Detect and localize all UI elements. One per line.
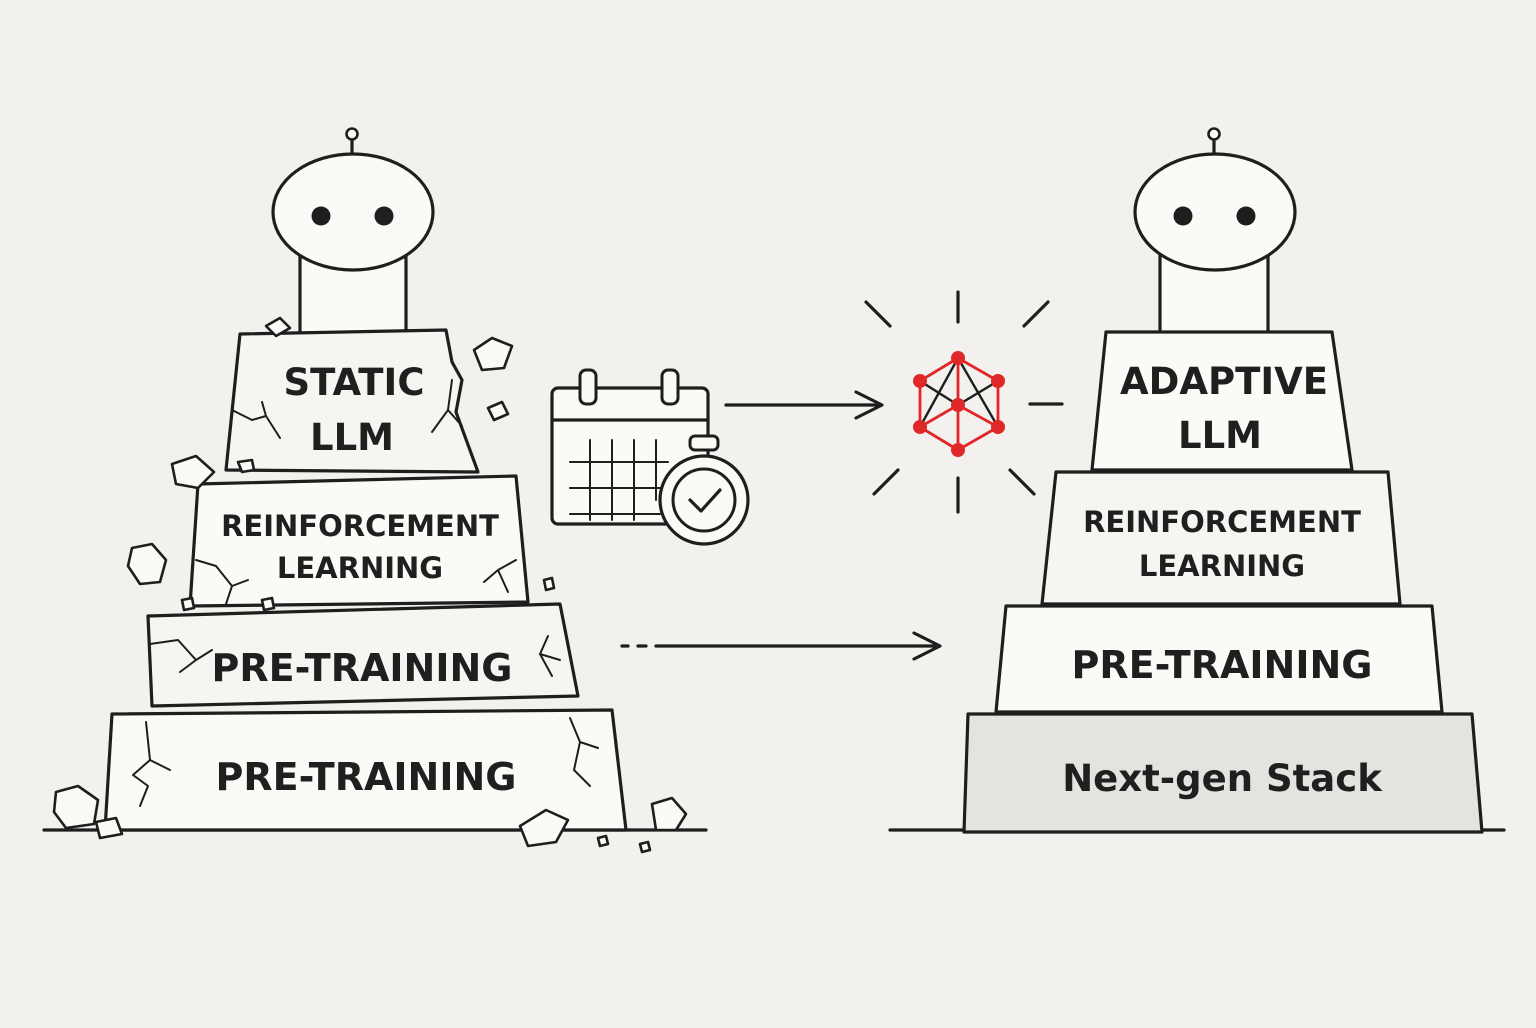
right-rl-block: REINFORCEMENT LEARNING bbox=[1040, 470, 1402, 606]
left-static-label-line2: LLM bbox=[310, 416, 394, 459]
right-base-label: Next-gen Stack bbox=[1062, 757, 1383, 800]
arrow-to-network bbox=[724, 390, 884, 420]
left-pretraining-upper-label: PRE-TRAINING bbox=[212, 646, 513, 690]
left-pretraining-upper-block: PRE-TRAINING bbox=[146, 602, 580, 708]
calendar-clock-icon bbox=[550, 368, 750, 546]
right-adaptive-label-line2: LLM bbox=[1178, 414, 1262, 457]
right-pretraining-label: PRE-TRAINING bbox=[1072, 643, 1373, 687]
arrow-to-right-stack bbox=[620, 631, 942, 661]
left-stack: PRE-TRAINING PRE-TRAINING REINFORCEMENT … bbox=[42, 127, 708, 854]
left-static-llm-block: STATIC LLM bbox=[224, 328, 480, 474]
left-robot-icon bbox=[271, 127, 435, 342]
left-pretraining-lower-label: PRE-TRAINING bbox=[216, 755, 517, 799]
right-stack: Next-gen Stack PRE-TRAINING REINFORCEMEN… bbox=[888, 127, 1506, 834]
right-rl-label-line2: LEARNING bbox=[1139, 549, 1305, 583]
left-static-label-line1: STATIC bbox=[284, 361, 425, 404]
right-nextgen-base-block: Next-gen Stack bbox=[962, 712, 1484, 834]
right-adaptive-label-line1: ADAPTIVE bbox=[1120, 360, 1328, 403]
right-adaptive-llm-block: ADAPTIVE LLM bbox=[1090, 330, 1354, 472]
left-pretraining-lower-block: PRE-TRAINING bbox=[103, 708, 628, 832]
network-graph-icon bbox=[864, 290, 1064, 514]
left-rubble bbox=[52, 316, 688, 854]
right-robot-icon bbox=[1133, 127, 1297, 338]
right-pretraining-block: PRE-TRAINING bbox=[994, 604, 1444, 714]
left-rl-block: REINFORCEMENT LEARNING bbox=[188, 474, 530, 608]
right-rl-label-line1: REINFORCEMENT bbox=[1083, 505, 1361, 539]
left-rl-label-line2: LEARNING bbox=[277, 551, 443, 585]
left-rl-label-line1: REINFORCEMENT bbox=[221, 509, 499, 543]
